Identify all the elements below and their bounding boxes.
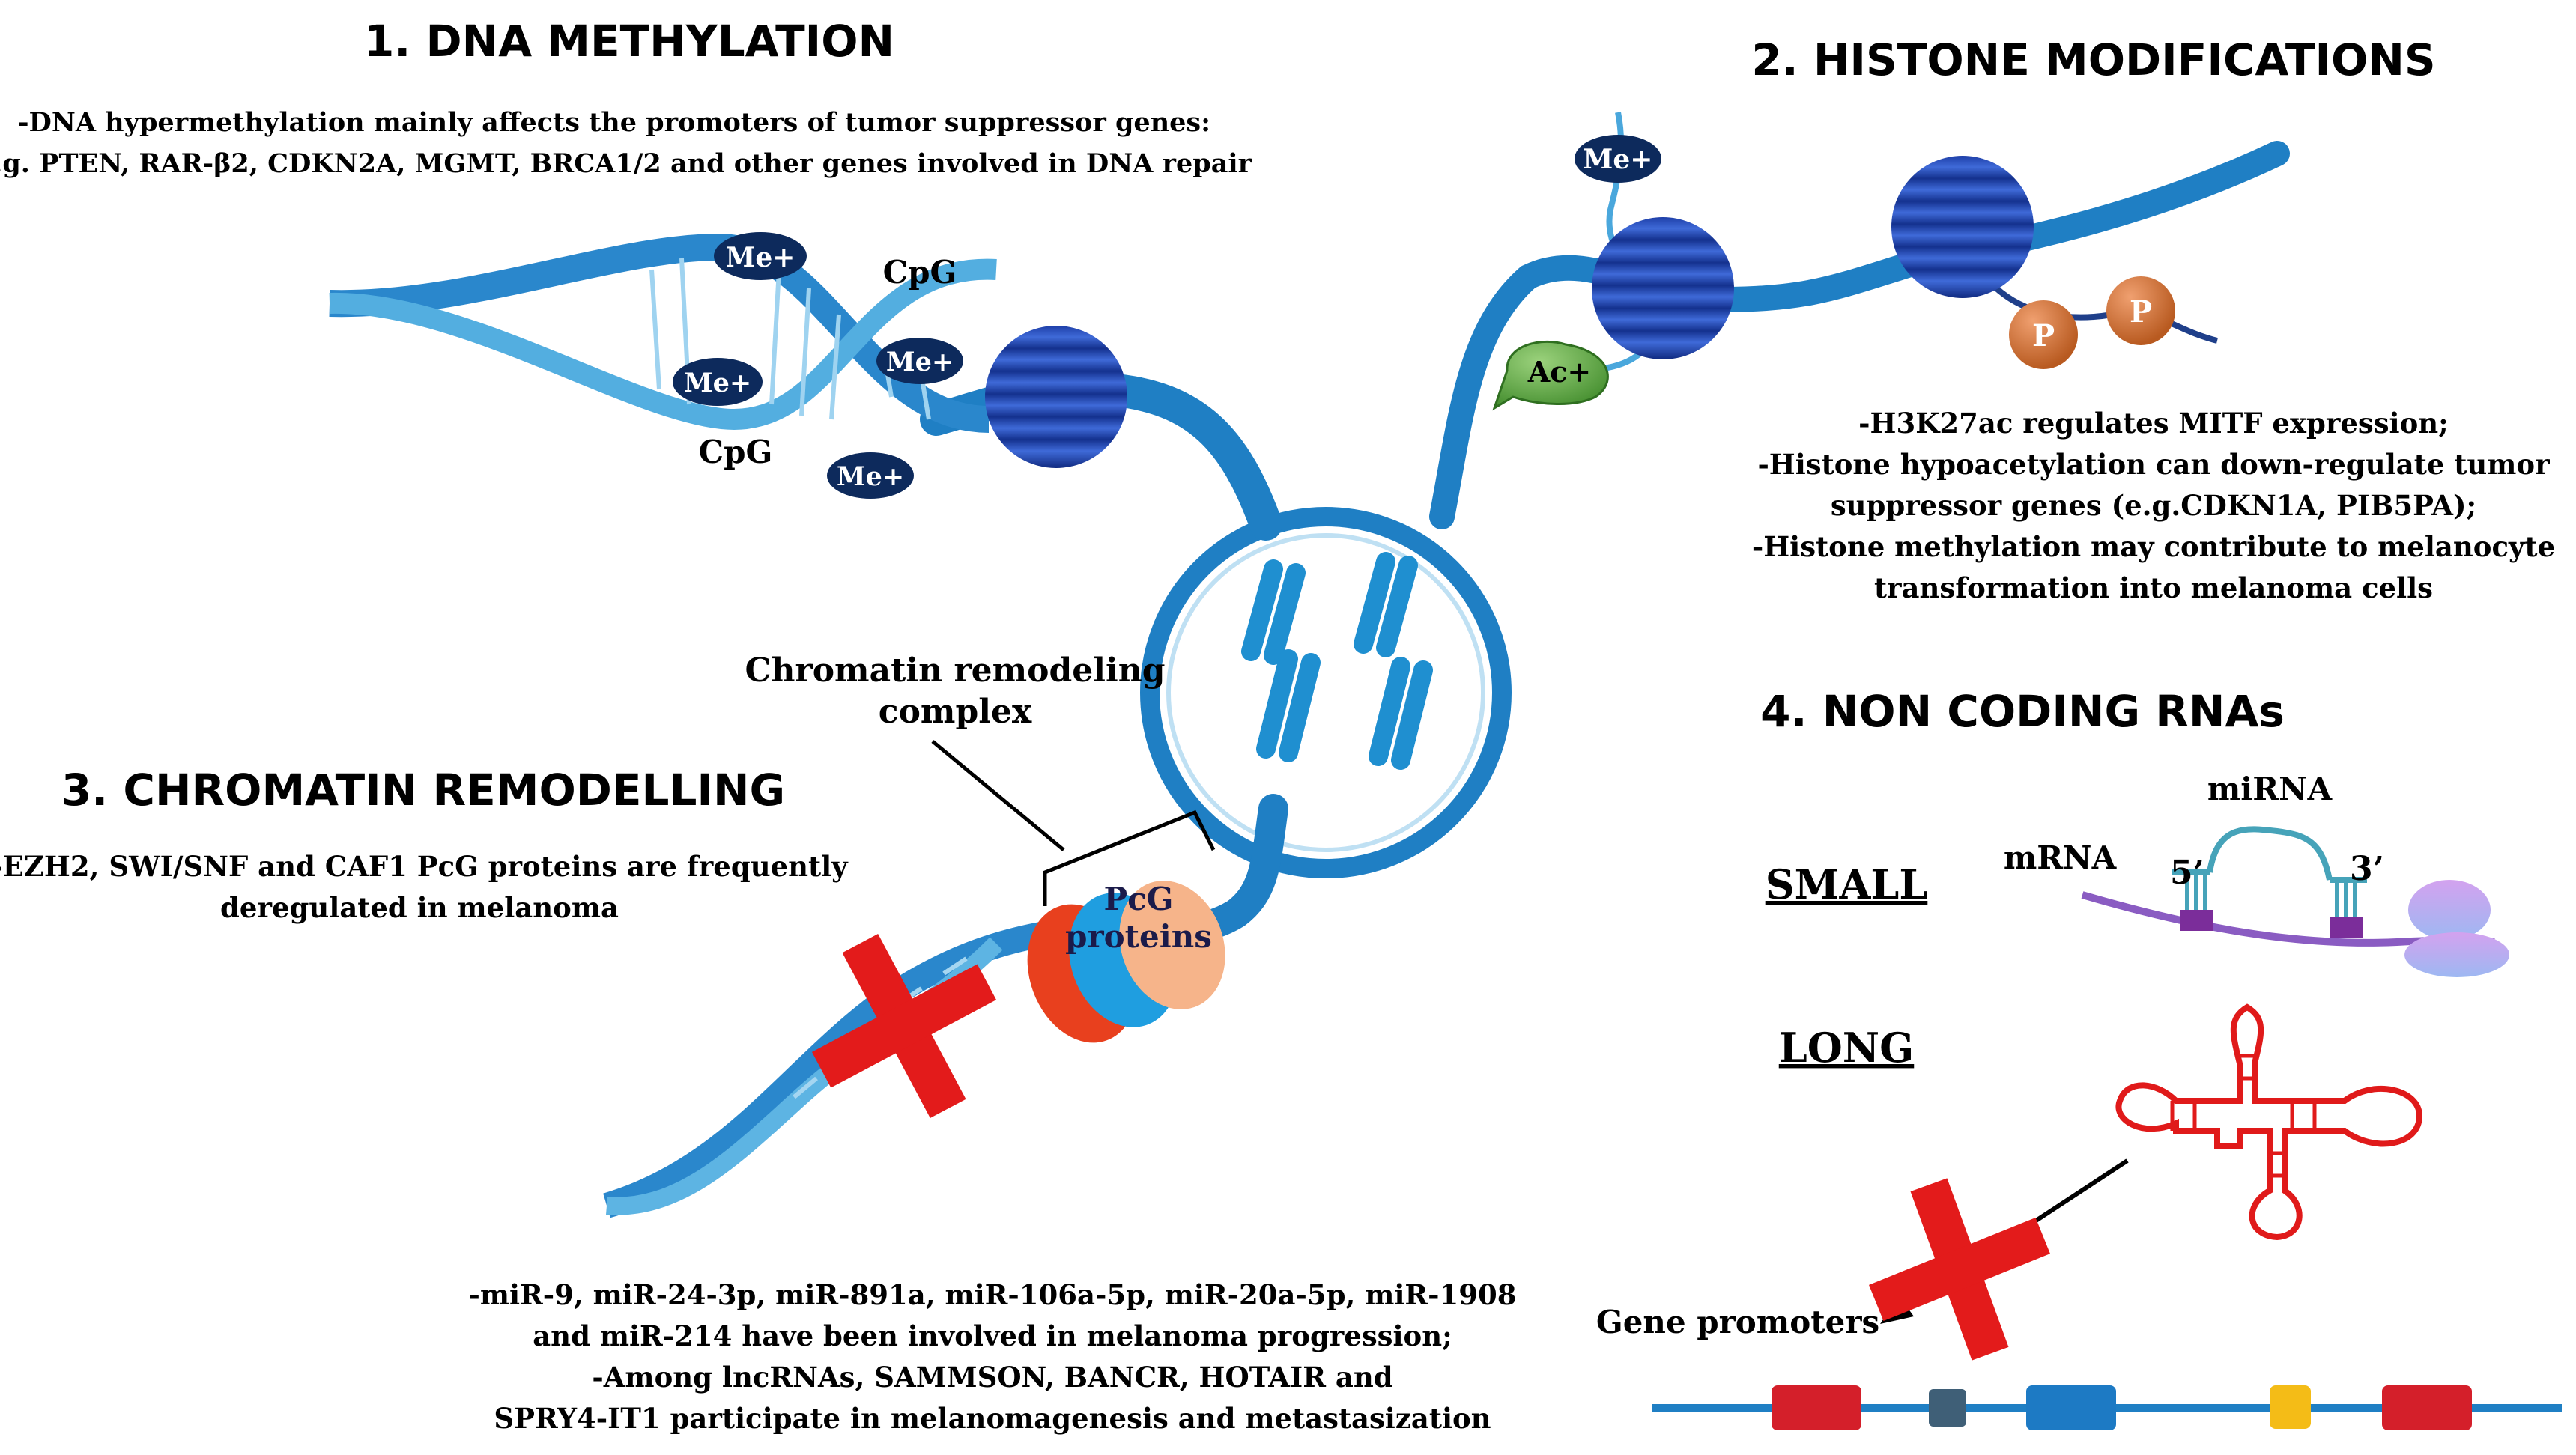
svg-text:SPRY4-IT1 participate in melan: SPRY4-IT1 participate in melanomagenesis… (494, 1402, 1491, 1435)
me-tag: Me+ (827, 452, 914, 499)
non-coding-rnas-description: -miR-9, miR-24-3p, miR-891a, miR-106a-5p… (468, 1278, 1516, 1435)
svg-text:5’: 5’ (2170, 854, 2204, 892)
me-tag: Me+ (876, 338, 963, 384)
svg-text:deregulated in melanoma: deregulated in melanoma (220, 891, 619, 924)
histone-modifications-description: -H3K27ac regulates MITF expression; -His… (1752, 407, 2555, 604)
svg-text:-Among lncRNAs, SAMMSON, BANCR: -Among lncRNAs, SAMMSON, BANCR, HOTAIR a… (592, 1361, 1392, 1394)
cpg-label: CpG (883, 254, 957, 291)
dna-methylation-title: 1. DNA METHYLATION (364, 16, 894, 67)
svg-text:P: P (2130, 294, 2152, 329)
svg-text:and miR-214 have been involved: and miR-214 have been involved in melano… (533, 1319, 1452, 1352)
svg-text:-Histone hypoacetylation can d: -Histone hypoacetylation can down-regula… (1757, 448, 2550, 481)
pcg-proteins-complex: PcG proteins (1027, 881, 1225, 1043)
svg-text:Ac+: Ac+ (1527, 355, 1591, 389)
cross-icon (1868, 1178, 2051, 1361)
phosphate-tag: P (2009, 300, 2078, 369)
chromatin-remodeling-complex-label: Chromatin remodeling complex (745, 651, 1166, 731)
svg-text:Chromatin remodeling: Chromatin remodeling (745, 651, 1166, 690)
svg-text:complex: complex (879, 693, 1032, 731)
long-rna-label: LONG (1779, 1024, 1914, 1072)
cross-icon (811, 933, 997, 1119)
svg-text:3’: 3’ (2350, 850, 2384, 888)
non-coding-rnas-title: 4. NON CODING RNAs (1760, 686, 2285, 737)
svg-text:miRNA: miRNA (2207, 771, 2333, 807)
lncrna-illustration (2115, 1003, 2423, 1241)
svg-text:Me+: Me+ (886, 347, 954, 377)
histone-modifications-illustration: Me+ Ac+ P P (1429, 112, 2290, 529)
cpg-label: CpG (699, 434, 773, 470)
svg-text:-EZH2, SWI/SNF and CAF1 PcG pr: -EZH2, SWI/SNF and CAF1 PcG proteins are… (0, 850, 849, 883)
svg-text:-miR-9, miR-24-3p, miR-891a, m: -miR-9, miR-24-3p, miR-891a, miR-106a-5p… (468, 1278, 1516, 1311)
svg-text:Me+: Me+ (684, 368, 751, 398)
gene-promoters-label: Gene promoters (1596, 1304, 1879, 1340)
svg-text:P: P (2032, 318, 2055, 353)
me-tag: Me+ (1575, 135, 1661, 183)
svg-text:proteins: proteins (1065, 918, 1212, 955)
chromatin-remodelling-illustration: PcG proteins (603, 740, 1288, 1218)
svg-text:PcG: PcG (1103, 881, 1173, 917)
chromatin-remodelling-description: -EZH2, SWI/SNF and CAF1 PcG proteins are… (0, 850, 849, 924)
dna-methylation-description: -DNA hypermethylation mainly affects the… (0, 107, 1252, 179)
svg-text:-H3K27ac regulates MITF expres: -H3K27ac regulates MITF expression; (1858, 407, 2449, 440)
mirna-illustration: miRNA mRNA 5’ 3’ (2004, 771, 2509, 977)
svg-text:Me+: Me+ (726, 242, 795, 273)
chromatin-remodelling-title: 3. CHROMATIN REMODELLING (61, 765, 785, 815)
histone-modifications-title: 2. HISTONE MODIFICATIONS (1751, 34, 2435, 85)
ac-tag: Ac+ (1492, 340, 1609, 411)
dna-methylation-illustration: Me+ Me+ Me+ Me+ CpG CpG (329, 232, 1282, 541)
small-rna-label: SMALL (1766, 860, 1928, 908)
svg-text:mRNA: mRNA (2004, 839, 2118, 876)
svg-text:Me+: Me+ (837, 461, 904, 492)
svg-text:e.g. PTEN, RAR-β2, CDKN2A, MGM: e.g. PTEN, RAR-β2, CDKN2A, MGMT, BRCA1/2… (0, 148, 1252, 179)
svg-text:Me+: Me+ (1584, 144, 1653, 175)
nucleus (1140, 507, 1512, 878)
me-tag: Me+ (673, 358, 763, 406)
svg-text:-DNA hypermethylation mainly a: -DNA hypermethylation mainly affects the… (18, 107, 1210, 138)
phosphate-tag: P (2106, 276, 2175, 345)
ribosome-icon (2404, 880, 2509, 977)
svg-text:-Histone methylation may contr: -Histone methylation may contribute to m… (1752, 530, 2555, 563)
svg-text:transformation into melanoma c: transformation into melanoma cells (1874, 571, 2433, 604)
me-tag: Me+ (714, 232, 807, 280)
gene-promoter-track (1652, 1385, 2562, 1430)
chromosome-icon (1241, 552, 1433, 770)
svg-text:suppressor genes (e.g.CDKN1A,: suppressor genes (e.g.CDKN1A, PIB5PA); (1831, 489, 2476, 522)
